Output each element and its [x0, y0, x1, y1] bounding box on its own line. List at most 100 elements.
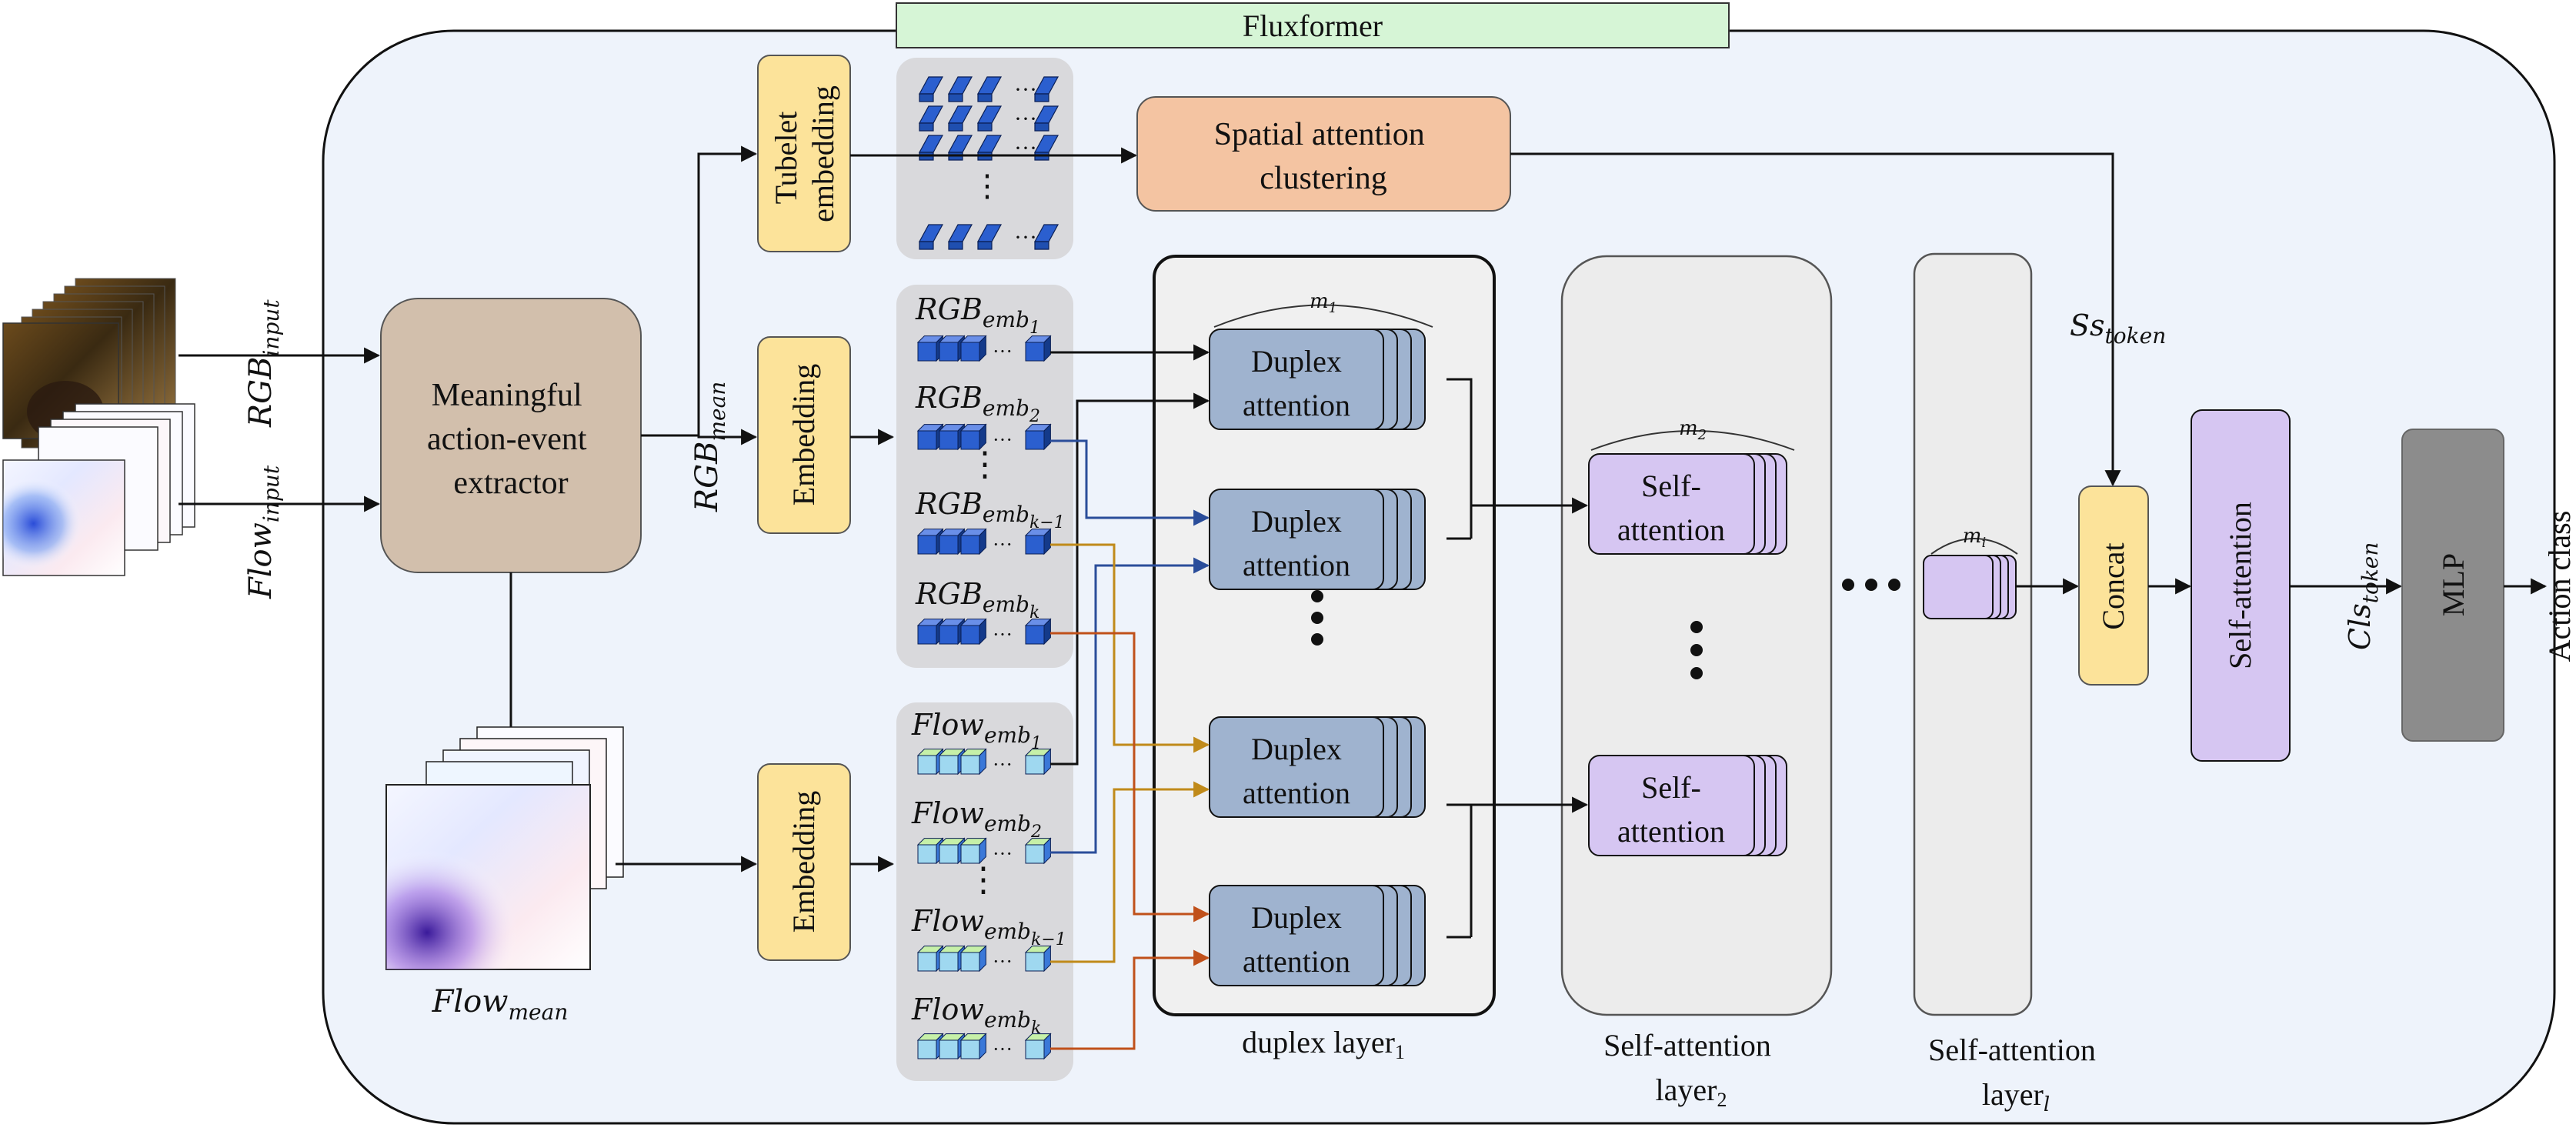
rgb-emb-1-label: RGBemb1 [915, 292, 1040, 338]
flow-emb1-to-duplex1 [1050, 392, 1210, 766]
tubelet-cube [947, 224, 973, 250]
flow-emb-vertical-dots: ⋮ [966, 861, 1000, 899]
self-attention-block: Self-attention [1588, 755, 1787, 856]
rgb-token-ellipsis: ··· [993, 340, 1013, 362]
flow-emb-k-label: Flowembk [911, 993, 1041, 1038]
flow-token-cube [959, 748, 987, 776]
flow-token-ellipsis: ··· [993, 842, 1013, 865]
flow-embk-to-duplex4 [1050, 949, 1210, 1050]
tubelet-ellipsis: ··· [1014, 135, 1037, 161]
flow-emb-2-label: Flowemb2 [911, 796, 1042, 842]
rgb-token-cube [1024, 618, 1052, 646]
rgb-token-ellipsis: ··· [993, 623, 1013, 646]
tubelet-embedding-label: Tubelet embedding [769, 85, 840, 222]
flow-token-cube [1024, 748, 1052, 776]
flow-embedding-label: Embedding [786, 791, 821, 932]
spatial-attention-label: Spatial attention clustering [1214, 117, 1433, 196]
flow-token-cubes: ··· ··· ··· ··· [916, 748, 1052, 1060]
flow-embedding [757, 763, 851, 961]
flow-emb-labels: Flowemb1 Flowemb2 Flowembk−1 Flowembk [911, 708, 1066, 1038]
tubelet-cube [976, 224, 1003, 250]
rgb-token-cube [1024, 528, 1052, 555]
tubelet-cube [918, 224, 944, 250]
self-attention-vertical-dots [1690, 621, 1703, 679]
mi-brace [1930, 538, 2018, 555]
spatial-to-concat-arrow [1510, 152, 2121, 487]
duplex-layer [1153, 255, 1496, 1016]
flow-token-ellipsis: ··· [993, 1038, 1013, 1060]
tubelet-cube [1033, 76, 1059, 102]
tubelet-cube [1033, 224, 1059, 250]
extractor-label: Meaningful action-event extractor [427, 378, 595, 501]
rgb-mean-label: RGBmean [689, 382, 730, 512]
tubelet-ellipsis: ··· [1014, 77, 1037, 102]
tubelet-cube [1033, 105, 1059, 132]
rgb-emb-labels: RGBemb1 RGBemb2 RGBembk−1 RGBembk [915, 292, 1065, 622]
rgb-token-cube [916, 618, 944, 646]
duplex-vertical-dots [1311, 590, 1323, 646]
fluxformer-header [896, 2, 1730, 48]
ss-token-label: Sstoken [2070, 309, 2166, 349]
rgb-embk1-to-duplex3 [1050, 543, 1210, 753]
flow-mean-label: Flowmean [432, 984, 569, 1025]
flow-token-panel [896, 702, 1073, 1081]
tubelet-ellipsis: ··· [1014, 225, 1037, 250]
rgb-mean-to-embedding-arrow [641, 429, 758, 445]
connection-arrows [1050, 344, 1589, 1050]
self-attention-layer-2-label: Self-attention layer2 [1603, 1028, 1779, 1111]
fluxformer-title: Fluxformer [1243, 8, 1383, 43]
m1-label: m1 [1310, 290, 1337, 316]
rgb-embedding-label: Embedding [786, 364, 821, 505]
rgb-token-cube [959, 618, 987, 646]
layer-l-self-attention-stack [1923, 555, 2017, 619]
flow-token-ellipsis: ··· [993, 950, 1013, 973]
flow-token-cube [1024, 837, 1052, 865]
final-self-attention-label: Self-attention [2223, 502, 2257, 669]
m2-brace [1590, 430, 1795, 451]
tubelet-embedding [757, 55, 851, 252]
rgb-embk-to-duplex4 [1050, 632, 1210, 922]
self-attention-layer-l-label: Self-attention layerl [1928, 1033, 2104, 1116]
rgb-token-cube [959, 335, 987, 362]
flow-token-cube [1024, 1033, 1052, 1060]
flow-input-label: Flowinput [243, 465, 284, 599]
rgb-token-cube [1024, 423, 1052, 451]
rgb-emb2-to-duplex2 [1050, 439, 1210, 526]
flow-emb2-to-duplex2 [1050, 557, 1210, 854]
rgb-token-cube [916, 528, 944, 555]
self-attention-layer-l [1913, 252, 2033, 1016]
mi-label: mi [1963, 525, 1986, 551]
self-attention-layer-2 [1560, 255, 1833, 1016]
flow-embk1-to-duplex3 [1050, 781, 1210, 963]
rgb-token-panel [896, 285, 1073, 668]
layers-horizontal-dots [1842, 579, 1900, 591]
m2-label: m2 [1679, 417, 1707, 443]
flow-token-cube [1024, 945, 1052, 973]
flow-emb-k-1-label: Flowembk−1 [911, 904, 1066, 949]
self-attention-label: Self-attention [1617, 770, 1725, 849]
flow-token-ellipsis: ··· [993, 753, 1013, 776]
rgb-emb-k-1-label: RGBembk−1 [915, 487, 1065, 532]
rgb-token-cubes: ············ [916, 335, 1052, 646]
tubelet-cube [976, 76, 1003, 102]
self-attention-label: Self-attention [1617, 469, 1725, 547]
rgb-token-cube [959, 528, 987, 555]
rgb-emb-k-label: RGBembk [915, 577, 1039, 622]
cls-token-label: Clstoken [2343, 542, 2383, 650]
tubelet-cube [947, 105, 973, 132]
tubelet-cube [976, 105, 1003, 132]
tubelet-ellipsis: ··· [1014, 106, 1037, 132]
rgb-emb-2-label: RGBemb2 [915, 381, 1040, 426]
self-attention-block: Self-attention [1588, 453, 1787, 555]
rgb-token-ellipsis: ··· [993, 429, 1013, 451]
